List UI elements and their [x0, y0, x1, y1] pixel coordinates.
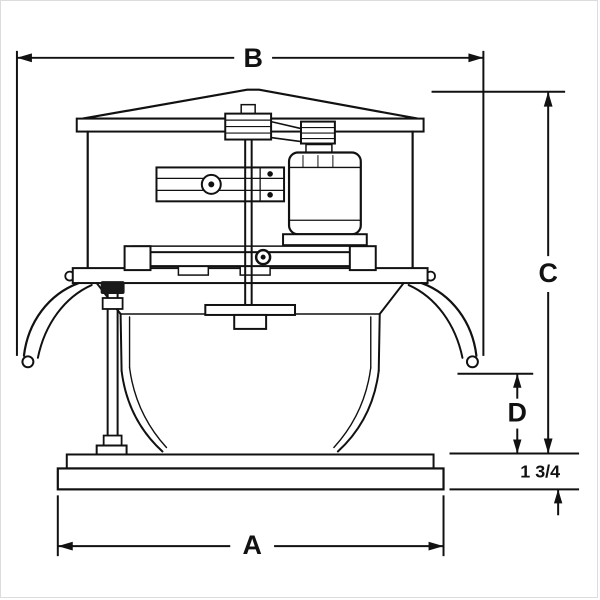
fan-hub	[204, 303, 297, 330]
arrowhead-right	[468, 53, 484, 63]
support-rod	[95, 281, 128, 456]
base-curb	[56, 453, 445, 491]
arrowhead-down	[543, 438, 553, 454]
arrowhead-left	[57, 541, 73, 551]
windband-bead-right	[465, 355, 479, 369]
bracket-bolt	[267, 192, 273, 198]
ventilator-unit	[21, 88, 479, 491]
dimension-label-base-thickness: 1 3/4	[520, 461, 560, 481]
motor-adjustment-bracket	[155, 166, 286, 203]
arrowhead-up	[553, 489, 563, 504]
dimension-base-thickness	[449, 488, 580, 516]
windband-left	[21, 281, 93, 369]
arrowhead-right	[428, 541, 444, 551]
inlet-venturi	[95, 282, 405, 453]
rod-foot	[95, 444, 128, 456]
dimension-lower-height	[457, 372, 534, 454]
dimension-overall-height	[431, 90, 580, 455]
dimension-overall-width	[15, 50, 485, 356]
belt	[270, 120, 302, 130]
dimension-label-D: D	[508, 398, 527, 428]
arrowhead-down	[513, 439, 522, 454]
belt	[270, 136, 302, 143]
belt-drive	[224, 103, 336, 145]
arrowhead-up	[513, 373, 522, 388]
dimension-label-B: B	[243, 43, 262, 73]
windband-right	[407, 281, 479, 369]
dimension-label-A: A	[242, 530, 261, 560]
arrowhead-left	[16, 53, 32, 63]
windband-bead-left	[21, 355, 35, 369]
motor	[282, 143, 368, 247]
dimension-base-width	[56, 495, 445, 557]
motor-base	[282, 233, 368, 247]
rod-top-fitting	[100, 281, 125, 295]
arrowhead-up	[543, 91, 553, 107]
dimension-label-C: C	[538, 258, 557, 288]
bracket-bolt	[267, 171, 273, 177]
motor-body	[287, 151, 362, 236]
